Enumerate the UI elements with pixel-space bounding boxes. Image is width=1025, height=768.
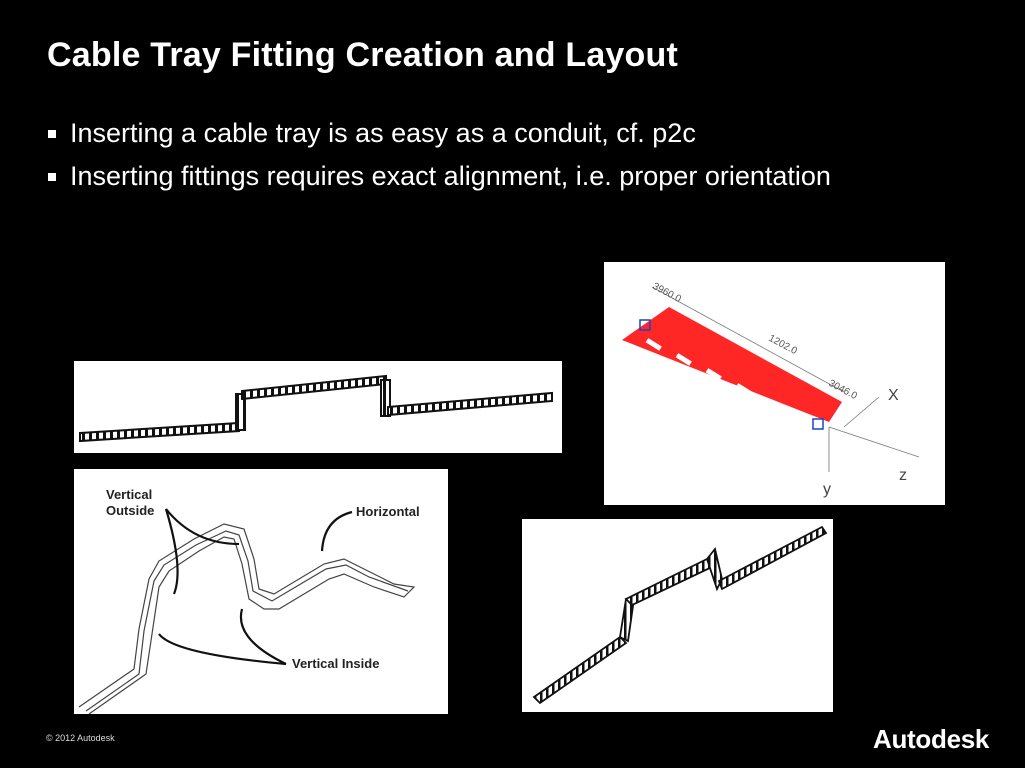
tray-isometric-drawing: Vertical Outside Horizontal Vertical Ins… xyxy=(78,487,420,714)
axis-z-label: z xyxy=(899,467,907,484)
figure-side-view xyxy=(74,361,562,453)
tray-orientation-drawing: 3960.0 1202.0 3046.0 X y z xyxy=(622,281,920,498)
tray-offset-drawing xyxy=(532,525,828,705)
axis-y-label: y xyxy=(823,481,831,498)
bullet-text: Inserting fittings requires exact alignm… xyxy=(70,161,831,191)
bullet-item: Inserting fittings requires exact alignm… xyxy=(46,155,831,198)
label-vertical-inside: Vertical Inside xyxy=(292,656,379,671)
bullet-item: Inserting a cable tray is as easy as a c… xyxy=(46,112,831,155)
tray-side-view-drawing xyxy=(79,374,553,443)
square-bullet-icon xyxy=(48,129,56,138)
axis-x-label: X xyxy=(888,387,899,404)
figure-isometric-offset xyxy=(522,519,833,712)
figure-orientation: 3960.0 1202.0 3046.0 X y z xyxy=(604,262,945,505)
grip-icon xyxy=(639,319,651,331)
slide-title: Cable Tray Fitting Creation and Layout xyxy=(47,36,679,74)
dimension-label: 3960.0 xyxy=(651,281,684,305)
label-horizontal: Horizontal xyxy=(356,504,420,519)
label-vertical-outside-1: Vertical xyxy=(106,487,152,502)
grip-icon xyxy=(812,418,824,430)
dimension-label: 1202.0 xyxy=(767,333,800,357)
bullet-text: Inserting a cable tray is as easy as a c… xyxy=(70,118,696,148)
autodesk-logo: Autodesk xyxy=(873,724,990,754)
red-tray xyxy=(622,307,842,430)
label-vertical-outside-2: Outside xyxy=(106,503,154,518)
copyright-text: © 2012 Autodesk xyxy=(46,733,115,743)
figure-fitting-types: Vertical Outside Horizontal Vertical Ins… xyxy=(74,469,448,714)
square-bullet-icon xyxy=(48,172,56,181)
bullet-list: Inserting a cable tray is as easy as a c… xyxy=(46,112,831,198)
